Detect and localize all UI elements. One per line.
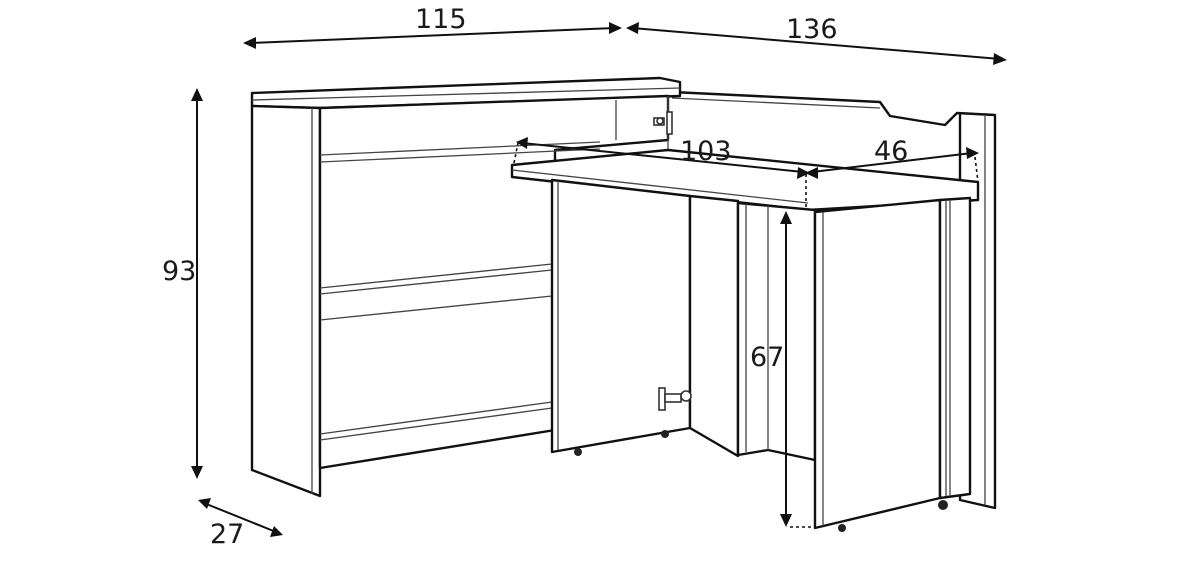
dim-label-115: 115 bbox=[415, 4, 467, 35]
dim-label-46: 46 bbox=[874, 136, 908, 167]
dim-label-136: 136 bbox=[786, 14, 838, 45]
dim-label-27: 27 bbox=[210, 519, 244, 550]
dimension-table-depth: 46 bbox=[805, 136, 979, 183]
table-top bbox=[510, 148, 980, 212]
caster-wheel bbox=[938, 500, 948, 510]
dim-label-67: 67 bbox=[750, 342, 784, 373]
dimension-table-length: 103 bbox=[513, 136, 810, 210]
right-leg-assembly bbox=[736, 196, 972, 532]
top-hinge-icon bbox=[653, 111, 673, 135]
left-cabinet bbox=[250, 76, 682, 498]
caster-wheel bbox=[574, 448, 582, 456]
dimension-total-height: 93 bbox=[162, 88, 203, 479]
dim-label-93: 93 bbox=[162, 256, 196, 287]
caster-wheel bbox=[661, 430, 669, 438]
dimension-extended-width: 136 bbox=[626, 14, 1007, 65]
dimension-cabinet-width: 115 bbox=[243, 4, 622, 49]
caster-wheel bbox=[838, 524, 846, 532]
dimension-table-height: 67 bbox=[750, 211, 815, 528]
bottom-hinge-icon bbox=[658, 387, 692, 411]
swing-leg-panel bbox=[550, 178, 740, 458]
dim-label-103: 103 bbox=[680, 136, 732, 167]
dimension-cabinet-depth: 27 bbox=[198, 498, 283, 550]
